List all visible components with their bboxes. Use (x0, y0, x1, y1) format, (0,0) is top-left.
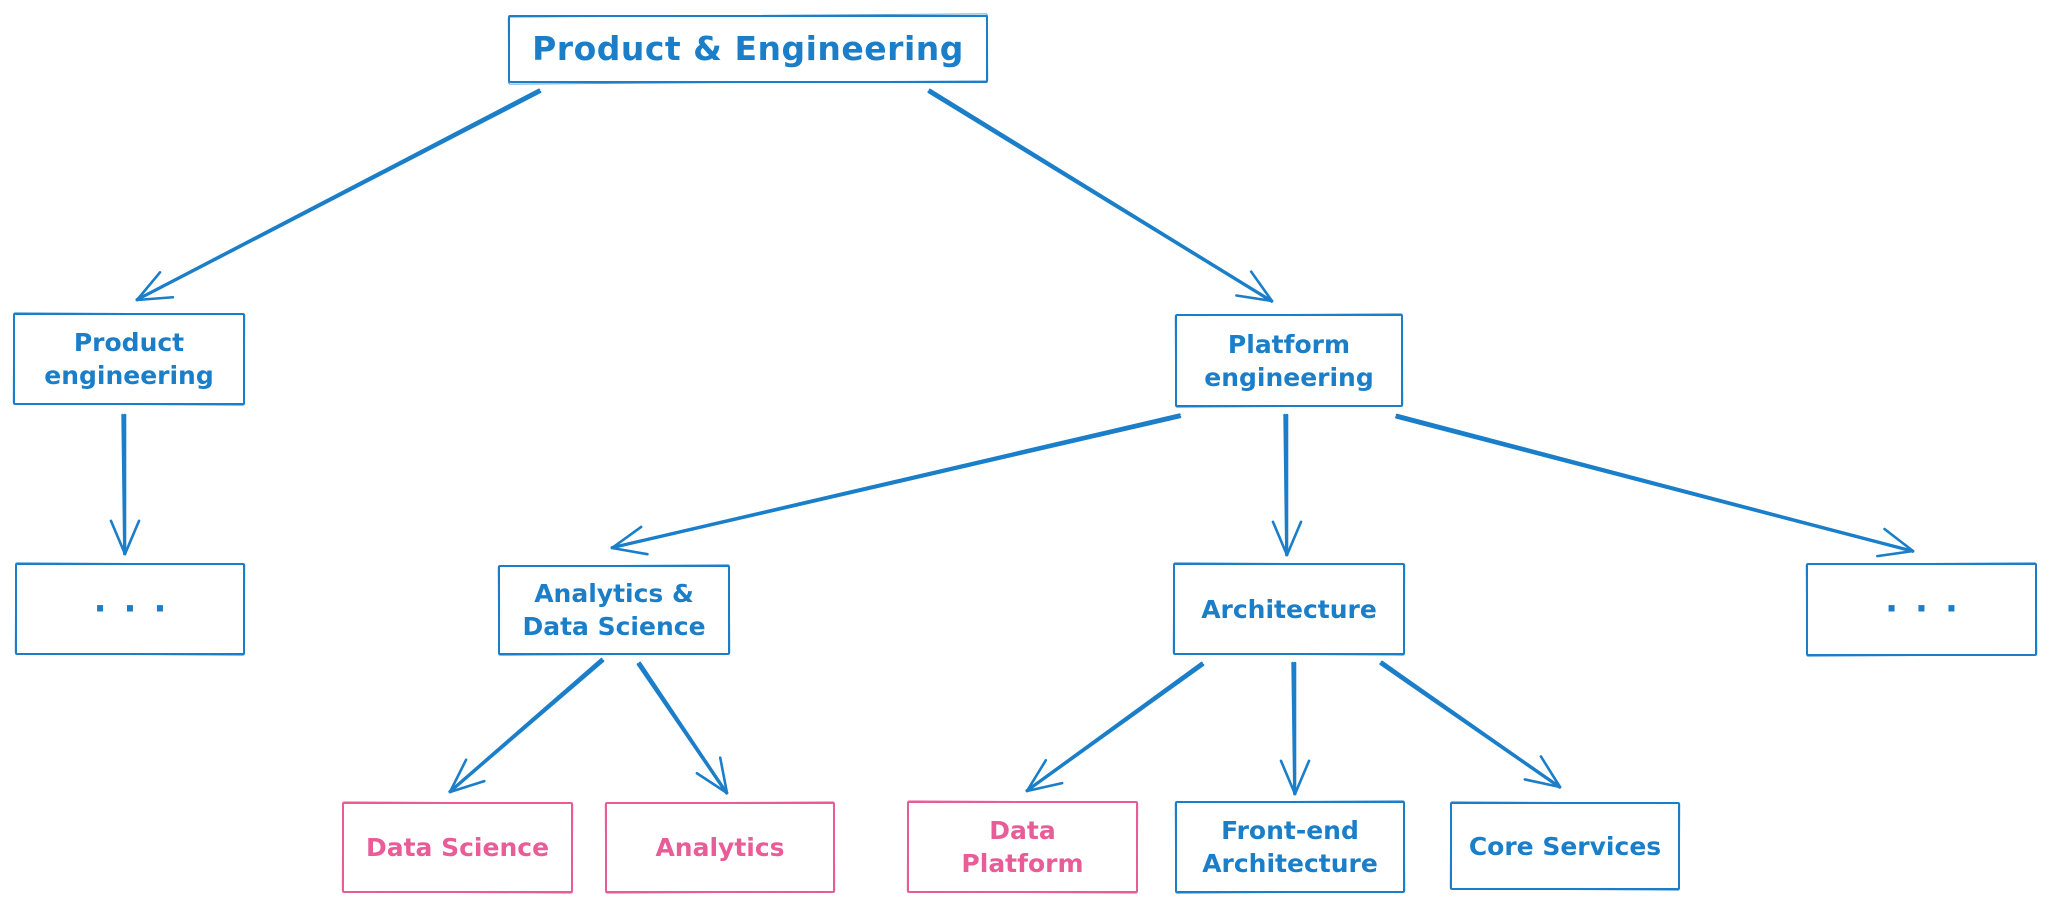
arrow-stroke (1279, 759, 1297, 796)
arrow-stroke (135, 271, 162, 302)
arrow-stroke (1293, 759, 1311, 796)
arrow-stroke (610, 413, 1181, 549)
node-product-and-engineering: Product & Engineering (508, 15, 988, 83)
arrow-stroke (927, 90, 1273, 303)
node-analytics: Analytics (605, 802, 835, 893)
arrow-stroke (448, 657, 603, 793)
arrow-stroke (1285, 520, 1303, 557)
arrow-stroke (695, 771, 729, 795)
arrow-stroke (121, 413, 126, 556)
node-ellipsis-right: ··· (1806, 563, 2037, 656)
node-analytics-data-science: Analytics & Data Science (498, 565, 730, 655)
arrow-stroke (1379, 662, 1561, 789)
arrow-stroke (1271, 520, 1289, 557)
node-ellipsis-left: ··· (15, 563, 245, 655)
arrow-stroke (135, 295, 175, 302)
arrow-stroke (1291, 661, 1296, 796)
arrow-stroke (1025, 758, 1048, 793)
arrow-stroke (1876, 549, 1915, 558)
arrow-stroke (135, 88, 541, 301)
node-data-platform: Data Platform (907, 801, 1138, 893)
arrow-stroke (109, 519, 127, 556)
node-data-science: Data Science (342, 802, 573, 893)
node-core-services: Core Services (1450, 802, 1680, 890)
arrow-stroke (448, 779, 486, 794)
arrow-stroke (1539, 755, 1562, 789)
arrow-stroke (448, 758, 468, 794)
arrow-stroke (636, 663, 728, 795)
arrow-stroke (1235, 294, 1274, 303)
arrow-stroke (1025, 781, 1064, 793)
arrow-stroke (1523, 778, 1562, 789)
arrow-stroke (1249, 270, 1274, 303)
arrow-stroke (1283, 413, 1288, 557)
arrow-stroke (1883, 527, 1915, 553)
arrow-stroke (1395, 416, 1915, 553)
node-platform-engineering: Platform engineering (1175, 314, 1403, 407)
arrow-stroke (123, 519, 141, 556)
arrow-stroke (718, 756, 729, 795)
arrow-stroke (1025, 661, 1203, 792)
node-front-end-architecture: Front-end Architecture (1175, 801, 1405, 893)
arrow-stroke (610, 525, 643, 550)
arrow-stroke (610, 546, 649, 556)
node-architecture: Architecture (1173, 563, 1405, 655)
node-product-engineering: Product engineering (13, 313, 245, 405)
